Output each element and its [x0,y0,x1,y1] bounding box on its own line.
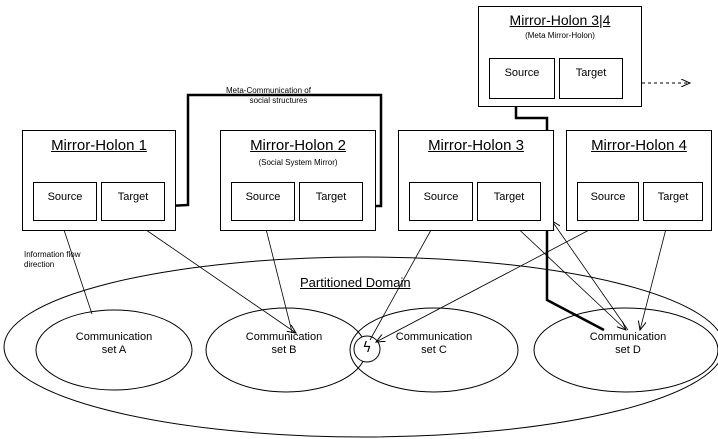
meta-communication-label: Meta-Communication of social structures [226,86,311,106]
conflict-circle [353,335,381,363]
meta-holon-feed-path [511,88,605,332]
set-b-label: Communication set B [234,331,334,357]
flow-b-to-holon2-source [264,221,293,333]
flow-holon4-source-to-c [376,217,613,342]
holon-3-source-box: Source [409,182,473,221]
holon-3-target-label: Target [493,191,525,203]
holon-2-target-label: Target [315,191,347,203]
holon-1-target-box: Target [101,182,165,221]
set-b-line1: Communication [245,331,323,343]
meta-communication-line1: Meta-Communication of [226,86,311,95]
holon-2-subtitle: (Social System Mirror) [258,158,338,167]
meta-holon-source-box: Source [489,58,555,99]
holon-4-target-box: Target [643,182,703,221]
flow-d-to-holon4-source [552,221,629,331]
flow-c-to-holon3-source [369,221,436,341]
flow-holon1-target-to-b [132,220,296,333]
holon-2-title: Mirror-Holon 2 [250,137,346,154]
set-a-ellipse [35,309,193,391]
holon-1-title: Mirror-Holon 1 [51,137,147,154]
meta-holon-title: Mirror-Holon 3|4 [509,12,611,28]
holon-1-source-box: Source [33,182,97,221]
mirror-holon-4: Mirror-Holon 4 Source Target [566,130,712,231]
set-b-line2: set B [271,344,297,356]
lightning-icon: ϟ [362,340,372,356]
holon-4-title: Mirror-Holon 4 [591,137,687,154]
meta-mirror-holon: Mirror-Holon 3|4 (Meta Mirror-Holon) Sou… [478,6,642,107]
meta-holon-target-box: Target [559,58,623,99]
meta-holon-subtitle: (Meta Mirror-Holon) [525,31,595,40]
set-d-ellipse [533,307,718,393]
mirror-holon-3: Mirror-Holon 3 Source Target [398,130,554,231]
holon-3-target-box: Target [477,182,541,221]
partitioned-domain-ellipse [3,256,718,438]
holon-3-source-label: Source [423,191,459,203]
flow-holon4-target-to-d [640,220,669,330]
holon-3-title: Mirror-Holon 3 [428,137,524,154]
holon-1-target-label: Target [117,191,149,203]
holon-4-source-label: Source [590,191,626,203]
meta-holon-source-label: Source [504,67,540,79]
mirror-holon-1: Mirror-Holon 1 Source Target [22,130,176,231]
meta-communication-line2: social structures [249,96,308,105]
holon-2-target-box: Target [299,182,363,221]
holon-2-source-box: Source [231,182,295,221]
set-a-line2: set A [101,344,127,356]
set-c-label: Communication set C [384,331,484,357]
information-flow-line1: Information flow [24,250,81,259]
mirror-holon-2: Mirror-Holon 2 (Social System Mirror) So… [220,130,376,231]
set-d-label: Communication set D [578,331,678,357]
flow-holon3-target-to-d [509,220,626,330]
set-c-line2: set C [421,344,447,356]
meta-holon-target-label: Target [575,67,607,79]
set-d-line2: set D [615,344,641,356]
set-a-line1: Communication [75,331,153,343]
holon-1-source-label: Source [47,191,83,203]
set-d-line1: Communication [589,331,667,343]
set-a-label: Communication set A [64,331,164,357]
set-c-line1: Communication [395,331,473,343]
information-flow-label: Information flow direction [24,250,80,270]
flow-a-to-holon1-source [61,221,93,315]
holon-2-source-label: Source [245,191,281,203]
holon-4-target-label: Target [657,191,689,203]
set-c-ellipse [349,307,519,393]
information-flow-line2: direction [24,260,55,269]
holon-4-source-box: Source [577,182,639,221]
partitioned-domain-title: Partitioned Domain [300,275,411,290]
